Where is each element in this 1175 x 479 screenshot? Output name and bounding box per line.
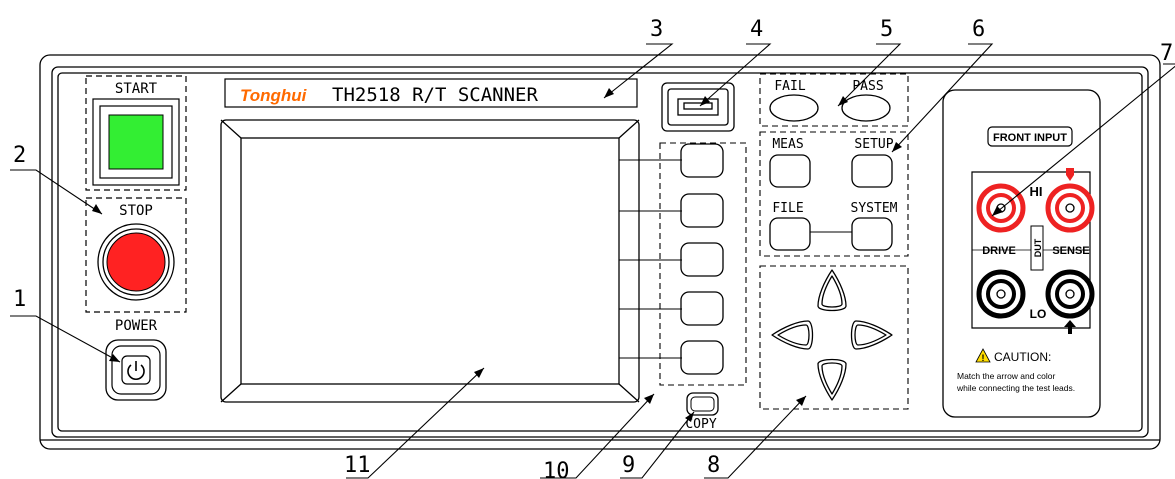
callout-9: 9 [622,453,635,478]
caution-title: CAUTION: [994,350,1051,364]
lcd-display [220,119,640,403]
soft-key-group [619,142,747,386]
power-icon [127,361,145,380]
start-label: START [115,81,158,97]
brand-logo: Tonghui [240,86,308,105]
function-key-group: MEAS SETUP FILE SYSTEM [759,131,909,257]
pass-fail-group: FAIL PASS [759,73,909,127]
callout-leaders [10,43,1175,479]
drive-label: DRIVE [982,245,1016,257]
pass-label: PASS [852,79,883,94]
caution-line-1: Match the arrow and color [957,371,1055,381]
caution-icon: ! [975,348,991,363]
pass-led [841,94,891,122]
arrow-key-group [759,265,909,410]
lo-label: LO [1030,307,1047,321]
start-button[interactable]: START [85,75,187,191]
soft-key-2[interactable] [680,193,724,228]
power-label: POWER [115,318,158,334]
fail-led [769,94,819,122]
system-button[interactable] [851,217,893,251]
callout-1: 1 [13,287,26,312]
hi-arrow-icon [1066,168,1074,181]
soft-key-3[interactable] [680,242,724,277]
front-input-panel: FRONT INPUT DUT HI LO DRIVE [942,89,1101,418]
setup-button[interactable] [851,154,893,188]
sense-label: SENSE [1052,245,1089,257]
callout-numbers: 1 2 3 4 5 6 7 8 9 10 11 [13,17,1173,479]
callout-4: 4 [750,17,763,42]
dut-label: DUT [1033,238,1043,257]
caution-line-2: while connecting the test leads. [956,383,1075,393]
soft-key-4[interactable] [680,291,724,326]
callout-6: 6 [972,17,985,42]
file-label: FILE [772,201,803,216]
arrow-down-button[interactable] [817,358,847,401]
callout-arrowheads [92,88,1003,422]
meas-label: MEAS [772,137,803,152]
arrow-right-button[interactable] [850,320,893,350]
hi-sense-terminal[interactable] [1045,183,1095,233]
soft-key-5[interactable] [680,340,724,375]
soft-key-1[interactable] [680,143,724,178]
svg-text:!: ! [982,353,985,363]
setup-label: SETUP [854,137,893,152]
lo-drive-terminal[interactable] [976,269,1026,319]
start-green-lamp [108,114,164,170]
stop-red-lamp [106,232,166,292]
callout-8: 8 [707,453,720,478]
callout-10: 10 [543,459,570,479]
system-label: SYSTEM [851,201,898,216]
callout-2: 2 [13,143,26,168]
lo-sense-terminal[interactable] [1045,269,1095,319]
arrow-left-button[interactable] [771,320,814,350]
copy-button[interactable]: COPY [685,392,719,432]
callout-5: 5 [880,17,893,42]
model-title-bar: Tonghui TH2518 R/T SCANNER [224,78,638,108]
stop-label: STOP [119,203,153,219]
lo-arrow-icon [1064,320,1076,334]
model-title: TH2518 R/T SCANNER [332,84,538,106]
copy-label: COPY [685,417,716,432]
hi-label: HI [1030,184,1043,199]
stop-button[interactable]: STOP [85,197,187,313]
meas-button[interactable] [769,154,811,188]
usb-port[interactable] [661,82,735,132]
callout-7: 7 [1160,41,1173,66]
callout-11: 11 [344,453,371,478]
callout-3: 3 [650,17,663,42]
power-button[interactable]: POWER [105,318,167,401]
chassis-outline [39,54,1161,450]
front-input-label: FRONT INPUT [993,132,1067,144]
arrow-up-button[interactable] [817,269,847,312]
fail-label: FAIL [774,79,805,94]
file-button[interactable] [769,217,811,251]
